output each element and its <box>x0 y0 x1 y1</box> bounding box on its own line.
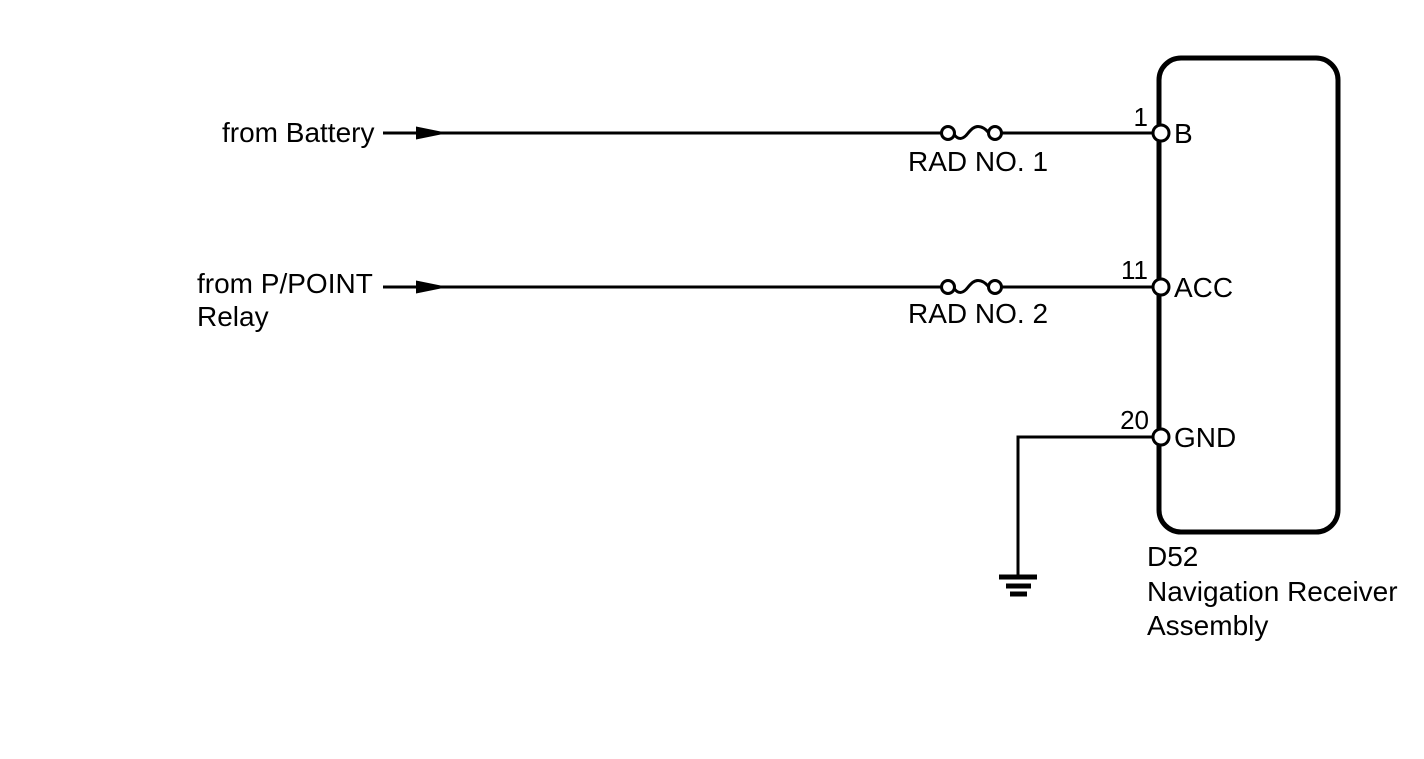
fuse-wave <box>953 124 990 140</box>
fuse-symbol-rad-no-2 <box>940 278 1003 295</box>
arrow-right-icon <box>416 126 448 140</box>
source-label-ppoint-line2: Relay <box>197 301 269 332</box>
pin-terminal-b <box>1151 123 1171 143</box>
component-code: D52 <box>1147 541 1198 572</box>
source-label-ppoint-line1: from P/POINT <box>197 268 373 299</box>
pin-number-20: 20 <box>1120 405 1149 435</box>
pin-label-b: B <box>1174 118 1193 149</box>
wire-ground <box>999 435 1153 597</box>
fuse-symbol-rad-no-1 <box>940 124 1003 141</box>
fuse-terminal-right <box>987 279 1003 295</box>
component-name-line1: Navigation Receiver <box>1147 576 1398 607</box>
component-name-line2: Assembly <box>1147 610 1268 641</box>
pin-number-11: 11 <box>1121 255 1148 285</box>
fuse-wave <box>953 278 990 294</box>
fuse-label-rad-no-1: RAD NO. 1 <box>908 146 1048 177</box>
wire-acc <box>383 278 1153 295</box>
pin-number-1: 1 <box>1134 102 1148 132</box>
pin-terminal-gnd <box>1151 427 1171 447</box>
pin-label-gnd: GND <box>1174 422 1236 453</box>
ground-icon <box>999 574 1037 597</box>
fuse-label-rad-no-2: RAD NO. 2 <box>908 298 1048 329</box>
pin-label-acc: ACC <box>1174 272 1233 303</box>
pin-terminal-acc <box>1151 277 1171 297</box>
arrow-right-icon <box>416 280 448 294</box>
fuse-terminal-left <box>940 125 956 141</box>
fuse-terminal-right <box>987 125 1003 141</box>
wire-battery <box>383 124 1153 141</box>
fuse-terminal-left <box>940 279 956 295</box>
source-label-battery: from Battery <box>222 117 374 148</box>
